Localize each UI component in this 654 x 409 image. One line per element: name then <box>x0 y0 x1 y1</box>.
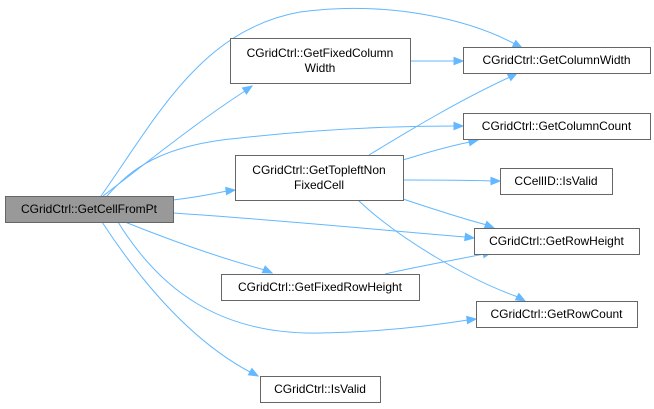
edge-line <box>402 198 488 226</box>
edge-arrowhead-icon <box>483 220 496 229</box>
node-label: CGridCtrl::GetColumnCount <box>482 119 632 133</box>
edge-line <box>101 221 251 373</box>
edge-get_cell_from_pt-to-get_row_height <box>172 212 476 242</box>
node-label: CGridCtrl::GetFixedColumn <box>247 46 394 60</box>
edge-arrowhead-icon <box>490 176 502 186</box>
node-label: CGridCtrl::GetRowCount <box>490 307 623 321</box>
node-get-row-count[interactable]: CGridCtrl::GetRowCount <box>476 301 638 328</box>
node-label: FixedCell <box>294 178 344 192</box>
edge-arrowhead-icon <box>453 121 465 131</box>
edge-line <box>368 76 511 156</box>
node-label: CGridCtrl::GetColumnWidth <box>482 53 630 67</box>
node-box[interactable] <box>230 38 411 84</box>
edge-get_topleft_non_fixed_cell-to-get_row_height <box>402 198 496 229</box>
node-box[interactable] <box>260 376 381 403</box>
edge-line <box>100 7 516 197</box>
edge-get_cell_from_pt-to-get_column_count <box>106 121 465 197</box>
edge-arrowhead-icon <box>453 56 465 66</box>
node-is-valid[interactable]: CGridCtrl::IsValid <box>260 376 381 403</box>
edge-line <box>124 221 266 271</box>
node-label: CGridCtrl::GetFixedRowHeight <box>238 280 403 294</box>
nodes-layer: CGridCtrl::GetCellFromPtCGridCtrl::GetFi… <box>5 38 651 403</box>
edge-line <box>102 90 246 197</box>
node-get-fixed-row-height[interactable]: CGridCtrl::GetFixedRowHeight <box>221 274 420 301</box>
edge-get_topleft_non_fixed_cell-to-get_column_count <box>402 137 480 161</box>
edge-line <box>357 199 519 298</box>
edge-line <box>117 221 469 334</box>
edge-arrowhead-icon <box>464 232 476 242</box>
node-box[interactable] <box>463 47 651 74</box>
edge-arrowhead-icon <box>261 265 274 274</box>
node-label: CGridCtrl::GetCellFromPt <box>21 202 158 216</box>
edge-arrowhead-icon <box>514 292 527 302</box>
edge-arrowhead-icon <box>511 39 524 49</box>
node-label: CGridCtrl::IsValid <box>274 382 366 396</box>
node-get-column-width[interactable]: CGridCtrl::GetColumnWidth <box>463 47 651 74</box>
edge-arrowhead-icon <box>241 85 254 95</box>
edge-get_cell_from_pt-to-is_valid <box>101 221 260 377</box>
node-box[interactable] <box>235 155 404 201</box>
node-box[interactable] <box>476 301 638 328</box>
node-get-cell-from-pt[interactable]: CGridCtrl::GetCellFromPt <box>5 196 174 223</box>
edge-get_cell_from_pt-to-get_row_count <box>117 221 478 334</box>
node-box[interactable] <box>5 196 174 223</box>
node-box[interactable] <box>474 228 640 255</box>
edge-get_cell_from_pt-to-get_fixed_column_width <box>102 85 254 197</box>
node-box[interactable] <box>463 113 651 140</box>
node-label: CGridCtrl::GetRowHeight <box>489 234 624 248</box>
edge-get_fixed_column_width-to-get_column_width <box>410 56 465 66</box>
edge-arrowhead-icon <box>247 367 260 377</box>
node-label: Width <box>305 61 336 75</box>
edge-line <box>172 190 228 201</box>
edge-get_topleft_non_fixed_cell-to-ccellid_is_valid <box>402 176 502 186</box>
node-get-column-count[interactable]: CGridCtrl::GetColumnCount <box>463 113 651 140</box>
edge-get_cell_from_pt-to-get_topleft_non_fixed_cell <box>172 186 237 201</box>
edge-arrowhead-icon <box>466 315 478 325</box>
edge-line <box>384 253 485 275</box>
edge-line <box>402 179 493 182</box>
edge-get_cell_from_pt-to-get_fixed_row_height <box>124 221 274 274</box>
edge-line <box>402 141 471 161</box>
edge-arrowhead-icon <box>506 72 519 82</box>
node-ccellid-is-valid[interactable]: CCellID::IsValid <box>500 168 613 195</box>
edge-arrowhead-icon <box>225 186 237 196</box>
edge-get_topleft_non_fixed_cell-to-get_row_count <box>357 199 527 302</box>
edges-layer <box>100 7 527 377</box>
node-label: CCellID::IsValid <box>514 174 597 188</box>
edge-line <box>106 125 456 197</box>
node-box[interactable] <box>221 274 420 301</box>
node-get-row-height[interactable]: CGridCtrl::GetRowHeight <box>474 228 640 255</box>
edge-line <box>172 212 467 238</box>
node-box[interactable] <box>500 168 613 195</box>
node-label: CGridCtrl::GetTopleftNon <box>252 163 385 177</box>
